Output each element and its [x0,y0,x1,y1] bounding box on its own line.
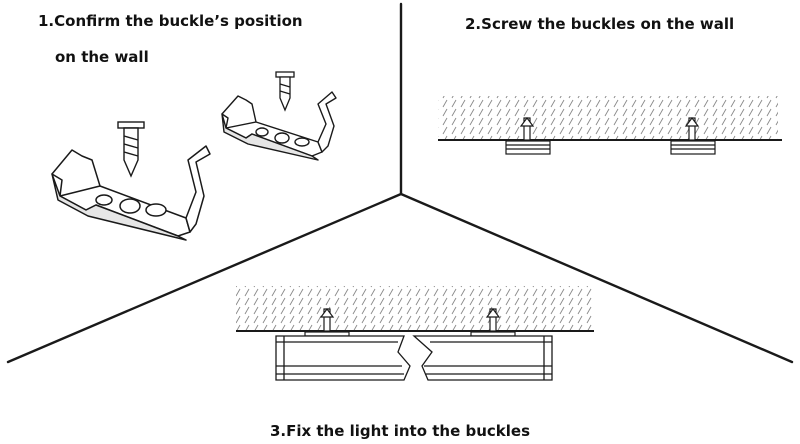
buckle-hole [145,203,167,217]
screw-tip [485,308,501,318]
step1-buckle-large [51,145,211,241]
buckle-body [505,140,551,155]
step2-buckle-right [670,117,716,155]
light-profile-left [275,335,411,381]
step3-wall [236,286,594,332]
screw-thread [123,135,139,157]
screw-head [275,71,295,78]
buckle-hole [294,137,310,147]
step2-buckle-left [505,117,551,155]
wall-hatch [438,96,778,140]
screw-shaft [123,127,139,178]
buckle-base-edge [221,113,319,161]
light-profile-right [412,335,553,381]
screw-tip [519,117,535,127]
wall-hatch [236,286,594,330]
buckle-right-wing [185,145,211,233]
buckle-base-edge [51,173,187,241]
buckle-hole [119,198,141,214]
step1-title-line1: 1.Confirm the buckle’s position [38,12,303,30]
screw-thread [279,83,291,95]
buckle-ridges [506,144,550,150]
buckle-hole [95,194,113,206]
buckle-ridges [671,144,715,150]
step1-screw-large [117,121,145,178]
divider-left [6,192,403,364]
buckle-hole [255,127,269,137]
step1-buckle-small [221,91,337,161]
step1-title-line2: on the wall [55,48,149,66]
buckle-hole [274,132,290,144]
buckle-body [670,140,716,155]
step2-title: 2.Screw the buckles on the wall [465,15,735,33]
panel-dividers [6,2,794,364]
step1-screw-small [275,71,295,112]
divider-right [399,192,794,364]
buckle-right-wing [317,91,337,153]
step2-wall [438,96,782,141]
screw-tip [684,117,700,127]
screw-tip [319,308,335,318]
screw-head [117,121,145,129]
step3-light-profile [275,335,553,381]
step3-title: 3.Fix the light into the buckles [269,422,531,440]
